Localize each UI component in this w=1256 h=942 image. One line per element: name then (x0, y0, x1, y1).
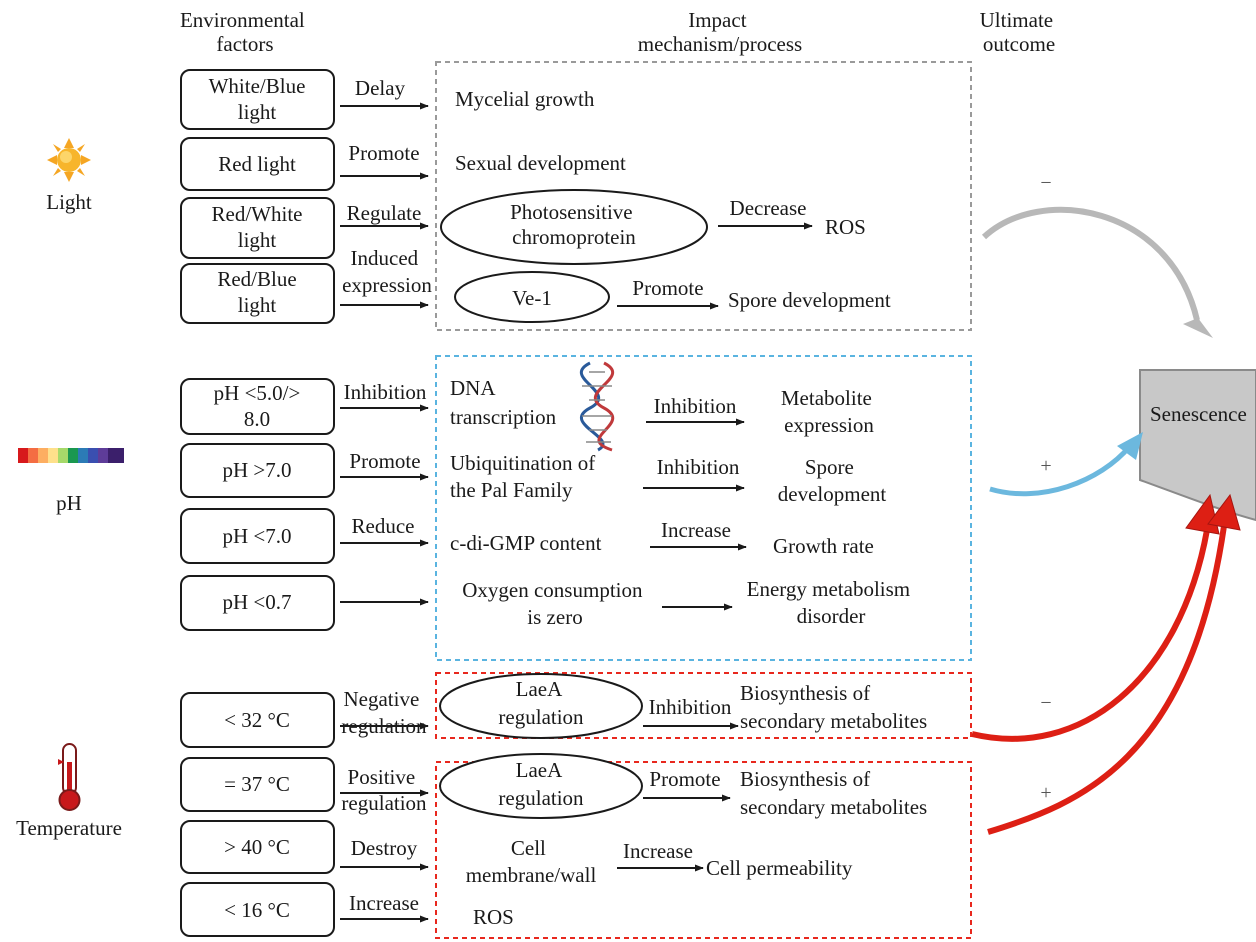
header-factors: Environmental factors (180, 8, 310, 56)
decrease-label: Decrease (730, 196, 807, 220)
spore-development-light: Spore development (728, 288, 891, 312)
svg-text:pH <0.7: pH <0.7 (222, 590, 291, 614)
factor-box-below-16c: < 16 °C (180, 882, 335, 937)
laea-regulation-low-label: LaeA regulation (498, 677, 584, 729)
energy-metabolism-disorder: Energy metabolism disorder (747, 577, 916, 628)
photosensitive-chromoprotein-label: Photosensitive chromoprotein (510, 200, 638, 249)
ph-mechanism-group (435, 355, 972, 661)
svg-text:pH <7.0: pH <7.0 (222, 524, 291, 548)
temp-high-effect-arrowhead (1207, 493, 1241, 531)
laea-promote-label: Promote (649, 767, 720, 791)
action-label-promote-ph: Promote (349, 449, 420, 473)
action-label-regulate: Regulate (347, 201, 422, 225)
metabolite-expression: Metabolite expression (781, 386, 877, 437)
svg-text:= 37 °C: = 37 °C (224, 772, 290, 796)
dna-transcription: DNA transcription (450, 376, 557, 429)
ph-effect-sign: + (1040, 455, 1051, 477)
sexual-development: Sexual development (455, 151, 626, 175)
category-temperature-label: Temperature (16, 816, 122, 840)
factor-box-equal-37c: = 37 °C (180, 757, 335, 812)
category-ph-label: pH (56, 491, 82, 515)
ph-effect-curve (989, 444, 1132, 497)
ve1-label: Ve-1 (512, 286, 552, 310)
action-label-positive-regulation: Positive regulation (341, 765, 427, 815)
svg-text:< 32 °C: < 32 °C (224, 708, 290, 732)
header-mechanism: Impact mechanism/process (638, 8, 802, 56)
svg-text:pH >7.0: pH >7.0 (222, 458, 291, 482)
cell-increase-label: Increase (623, 839, 693, 863)
spore-development-ph: Spore development (778, 455, 887, 506)
action-label-reduce: Reduce (352, 514, 415, 538)
mycelial-growth: Mycelial growth (455, 87, 595, 111)
header-outcome: Ultimate outcome (980, 8, 1059, 56)
action-label-delay: Delay (355, 76, 406, 100)
temp-low-mechanism-group (435, 672, 972, 739)
thermometer-icon (58, 743, 81, 811)
cell-permeability: Cell permeability (706, 856, 853, 880)
senescence-label: Senescence (1150, 402, 1247, 426)
factor-box-below-32c: < 32 °C (180, 692, 335, 748)
factor-box-ph-above-7: pH >7.0 (180, 443, 335, 498)
factor-box-ph-below-0-7: pH <0.7 (180, 575, 335, 631)
factor-box-ph-below-7: pH <7.0 (180, 508, 335, 564)
light-effect-arrowhead (1183, 318, 1213, 338)
temp-low-effect-curve (971, 529, 1210, 742)
factor-box-above-40c: > 40 °C (180, 820, 335, 874)
biosynthesis-secondary-metabolites-low: Biosynthesis of secondary metabolites (740, 681, 927, 733)
action-label-induced-expression: Induced expression (342, 246, 432, 297)
ve1-promote-label: Promote (632, 276, 703, 300)
dna-helix-icon (580, 361, 615, 452)
c-di-gmp-content: c-di-GMP content (450, 531, 602, 555)
action-label-inhibition-ph: Inhibition (344, 380, 427, 404)
laea-regulation-low-ellipse (439, 673, 643, 739)
temp-high-mechanism-group (435, 761, 972, 939)
action-label-destroy: Destroy (351, 836, 418, 860)
oxygen-consumption: Oxygen consumption is zero (462, 578, 647, 629)
photosensitive-chromoprotein-ellipse (440, 189, 708, 265)
growth-rate: Growth rate (773, 534, 874, 558)
light-effect-curve (981, 206, 1200, 321)
ph-scale-icon (18, 448, 124, 463)
ros-light: ROS (825, 215, 866, 239)
temp-high-effect-sign: + (1040, 782, 1051, 804)
sun-icon (47, 138, 91, 182)
action-label-increase-temp: Increase (349, 891, 419, 915)
cdigmp-increase-label: Increase (661, 518, 731, 542)
ve1-ellipse (454, 271, 610, 323)
svg-text:pH <5.0/>8.0: pH <5.0/>8.0 (214, 381, 301, 431)
ros-temperature: ROS (473, 905, 514, 929)
light-effect-sign: − (1040, 172, 1051, 194)
laea-regulation-high-ellipse (439, 753, 643, 819)
biosynthesis-secondary-metabolites-high: Biosynthesis of secondary metabolites (740, 767, 927, 819)
action-label-negative-regulation: Negative regulation (341, 687, 427, 738)
ph-effect-arrowhead (1117, 432, 1143, 460)
light-mechanism-group (435, 61, 972, 331)
laea-regulation-high-label: LaeA regulation (498, 758, 584, 810)
svg-text:< 16 °C: < 16 °C (224, 898, 290, 922)
svg-text:> 40 °C: > 40 °C (224, 835, 290, 859)
action-arrows (340, 102, 429, 923)
cell-membrane-wall: Cell membrane/wall (466, 836, 597, 887)
senescence-shape (1139, 369, 1256, 522)
factor-box-red-light: Red light (180, 137, 335, 191)
laea-inhibition-label: Inhibition (649, 695, 732, 719)
temp-low-effect-sign: − (1040, 692, 1051, 714)
action-label-promote-light: Promote (348, 141, 419, 165)
ubiq-inhibition-label: Inhibition (657, 455, 740, 479)
ubiquitination-pal-family: Ubiquitination of the Pal Family (450, 451, 601, 502)
category-light-label: Light (46, 190, 92, 214)
factor-box-ph-5-8: pH <5.0/>8.0 (180, 378, 335, 435)
temp-high-effect-curve (987, 525, 1227, 835)
dna-inhibition-label: Inhibition (654, 394, 737, 418)
svg-text:Red light: Red light (218, 152, 296, 176)
